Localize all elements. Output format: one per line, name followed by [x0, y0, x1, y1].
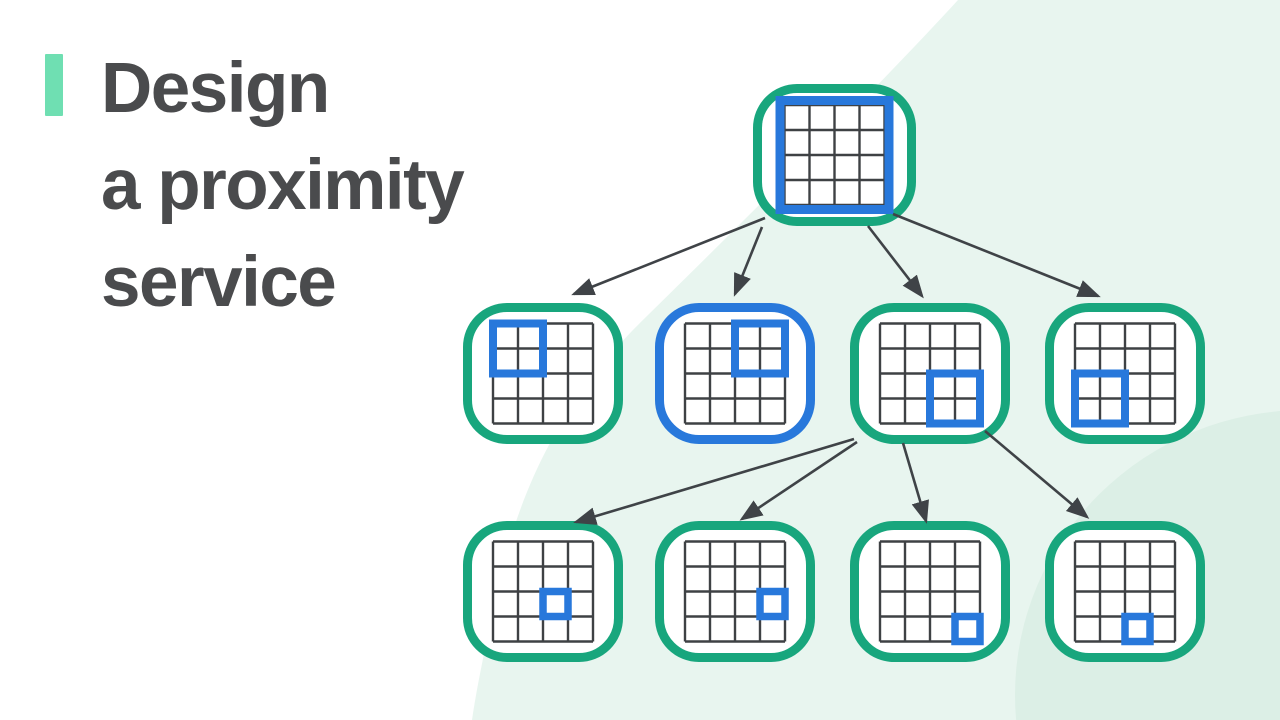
grid-icon [878, 540, 984, 646]
highlight-region [489, 319, 547, 378]
grid-lines [783, 103, 886, 207]
grid-icon [683, 540, 789, 643]
tree-node-l3-cell-2-3 [655, 521, 815, 662]
tree-node-l3-cell-3-2 [1045, 521, 1205, 662]
tree-node-l2-topright [655, 303, 815, 444]
grid-icon [1071, 322, 1177, 428]
highlight-region [731, 319, 789, 378]
grid-icon [683, 319, 789, 425]
highlight-region [539, 587, 572, 621]
grid-icon [878, 322, 984, 428]
highlight-region [1071, 369, 1129, 428]
highlight-region [756, 587, 789, 621]
tree-node-l2-topleft [463, 303, 623, 444]
grid-lines [878, 540, 982, 643]
title-line-1: Design [101, 49, 330, 128]
highlight-region [951, 612, 984, 646]
title-accent-bar [45, 54, 63, 116]
title-line-2: a proximity [101, 146, 465, 225]
tree-node-root [753, 84, 916, 226]
title-text: Design a proximity service [101, 40, 465, 331]
highlight-region [1121, 612, 1154, 646]
page-title: Design a proximity service [45, 40, 465, 331]
grid-icon [489, 319, 595, 425]
grid-icon [1073, 540, 1177, 646]
grid-icon [775, 96, 894, 214]
tree-node-l3-cell-2-2 [463, 521, 623, 662]
tree-node-l2-bottomright [850, 303, 1010, 444]
tree-node-l2-bottomleft [1045, 303, 1205, 444]
grid-icon [491, 540, 595, 643]
title-line-3: service [101, 243, 337, 322]
highlight-region [926, 369, 984, 428]
tree-node-l3-cell-3-3 [850, 521, 1010, 662]
highlight-region [775, 96, 894, 214]
